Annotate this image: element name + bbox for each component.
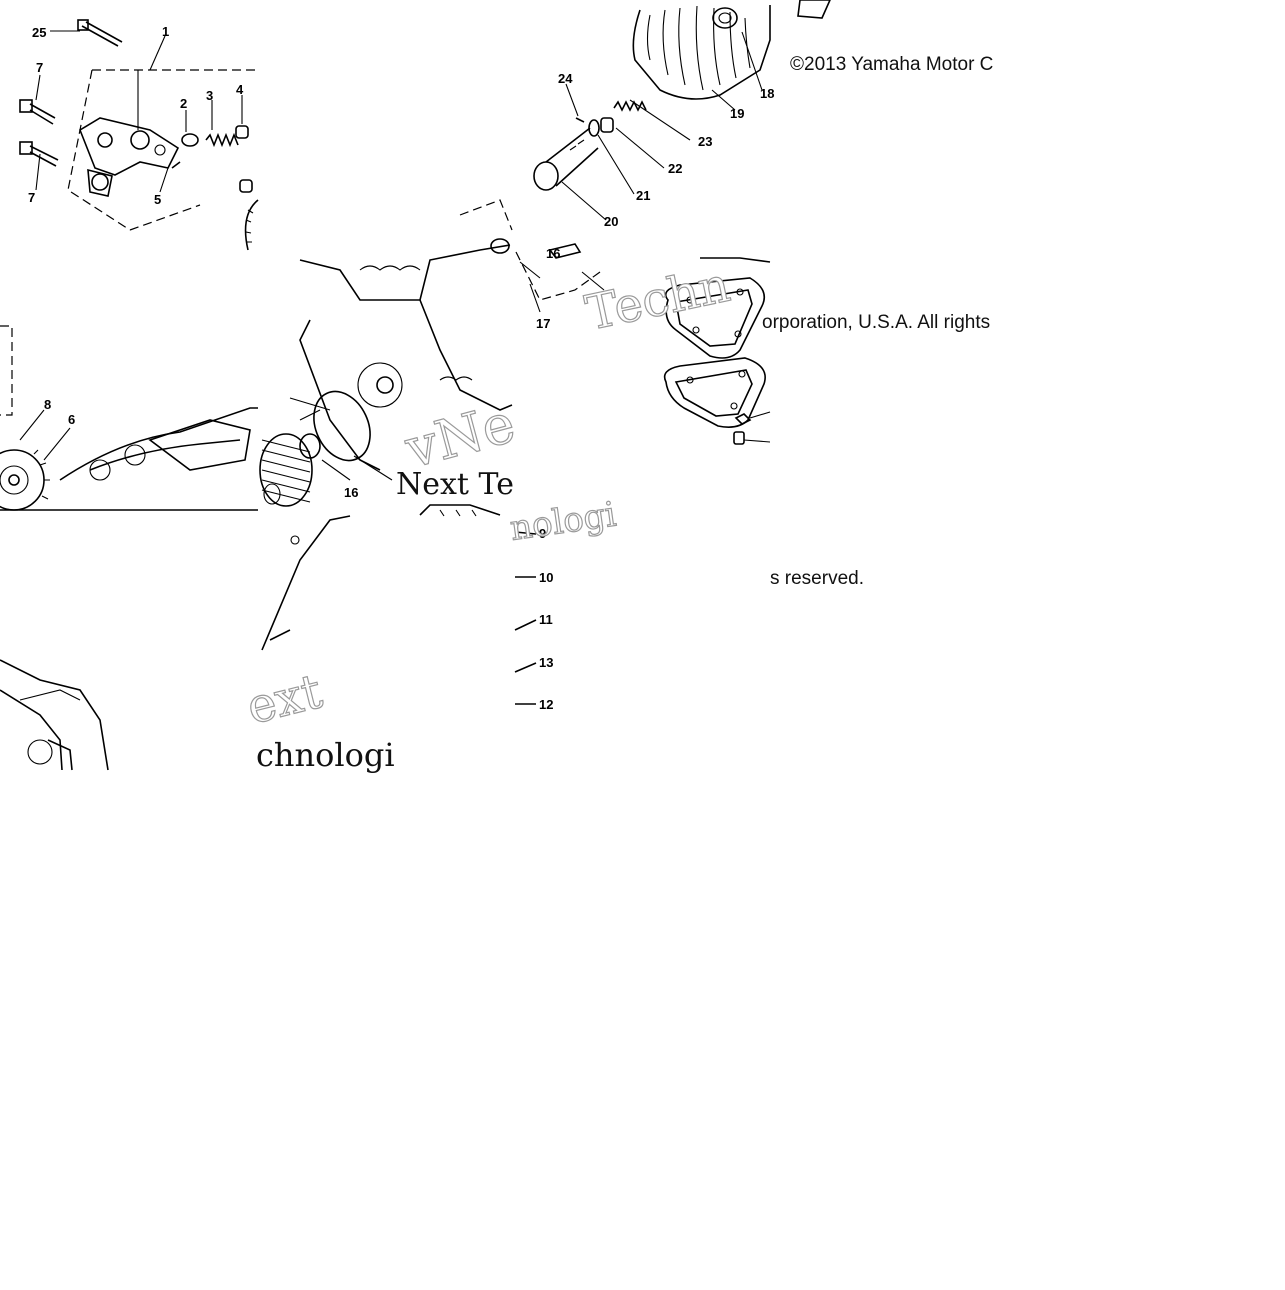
relief-bolt-20-drawing (533, 127, 599, 191)
callout-24: 24 (558, 71, 573, 86)
callout-18: 18 (760, 86, 774, 101)
callout-5: 5 (154, 192, 161, 207)
callout-8: 8 (44, 397, 51, 412)
copyright-fragment-3: s reserved. (770, 568, 864, 590)
callout-2: 2 (180, 96, 187, 111)
spring-3-drawing (205, 132, 239, 148)
callout-10: 10 (539, 570, 553, 585)
pump-body-drawing (79, 117, 180, 197)
watermark-techn: Techn (581, 257, 735, 342)
callout-16-cooler: 16 (546, 246, 560, 261)
bolts-7-drawing (19, 99, 59, 167)
crankcase-lower-assembly (261, 504, 501, 651)
callout-4: 4 (236, 82, 244, 97)
watermarks: Techn vNe Next Te nologi ext chnologi (241, 256, 736, 774)
callout-6: 6 (68, 412, 75, 427)
cover-gasket-assembly (490, 238, 771, 445)
watermark-nologi: nologi (508, 494, 619, 548)
callout-3: 3 (206, 88, 213, 103)
callout-7-bottom: 7 (28, 190, 35, 205)
watermark-chnologi: chnologi (256, 736, 395, 774)
watermark-next-te: Next Te (396, 467, 514, 502)
callout-19: 19 (730, 106, 744, 121)
callout-12: 12 (539, 697, 553, 712)
callout-21: 21 (636, 188, 650, 203)
watermark-ext: ext (241, 663, 327, 735)
copyright-fragment-2: orporation, U.S.A. All rights (762, 312, 991, 334)
callout-17: 17 (536, 316, 550, 331)
callout-20: 20 (604, 214, 618, 229)
callout-1: 1 (162, 24, 169, 39)
oil-cooler-assembly (533, 0, 831, 221)
callout-numbers: 25 1 7 2 3 4 5 7 8 6 16 24 23 22 21 20 1… (28, 24, 774, 712)
crankcase-center-assembly (259, 199, 513, 507)
oil-filter-element-drawing (259, 433, 321, 507)
callout-7-top: 7 (36, 60, 43, 75)
copyright-fragment-1: ©2013 Yamaha Motor C (790, 54, 994, 76)
callout-23: 23 (698, 134, 712, 149)
crankcase-bottom-assembly (0, 659, 109, 771)
callout-13: 13 (539, 655, 553, 670)
oil-pump-assembly (19, 19, 259, 251)
bolt-25-drawing (77, 19, 123, 47)
callout-leaders-9-13 (514, 531, 537, 705)
callout-25: 25 (32, 25, 46, 40)
callout-11: 11 (539, 612, 553, 627)
callout-16-filter: 16 (344, 485, 358, 500)
crankcase-left-assembly (0, 325, 258, 511)
callout-22: 22 (668, 161, 682, 176)
callout-9: 9 (539, 526, 546, 541)
